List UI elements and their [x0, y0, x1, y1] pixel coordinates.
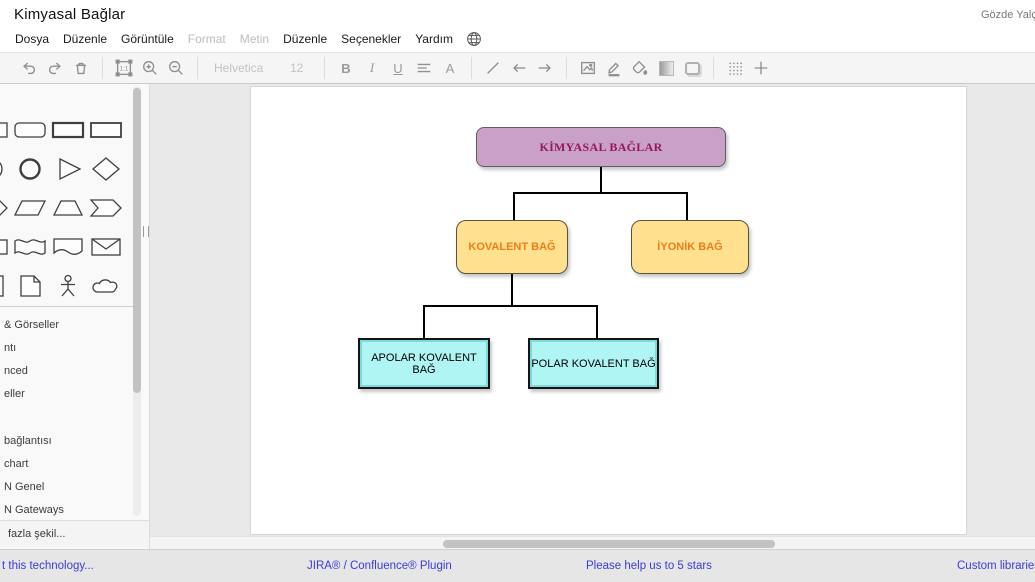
sidebar-section-nced[interactable]: nced — [4, 365, 28, 377]
shadow-icon[interactable] — [679, 56, 705, 80]
actual-size-icon[interactable]: 1:1 — [111, 56, 137, 80]
menu-metin: Metin — [239, 32, 270, 46]
shape-trapezoid-icon[interactable] — [49, 188, 87, 227]
drawing-page[interactable]: KİMYASAL BAĞLAR KOVALENT BAĞ İYONİK BAĞ … — [250, 86, 967, 535]
menu-duzenle-2[interactable]: Düzenle — [283, 32, 328, 46]
sidebar-scrollbar-thumb[interactable] — [133, 88, 141, 393]
status-link-jira-plugin[interactable]: JIRA® / Confluence® Plugin — [307, 560, 452, 572]
status-bar: t this technology... JIRA® / Confluence®… — [0, 549, 1035, 582]
shape-rounded-rectangle-icon[interactable] — [11, 110, 49, 149]
edge-to-apolar[interactable] — [423, 305, 425, 338]
arrow-left-icon[interactable] — [506, 56, 532, 80]
diagram-node-kimyasal-baglar[interactable]: KİMYASAL BAĞLAR — [476, 127, 726, 167]
shape-process-icon[interactable] — [87, 110, 125, 149]
shape-rectangle-icon[interactable] — [0, 110, 11, 149]
panel-resize-handle[interactable] — [143, 226, 149, 237]
undo-icon[interactable] — [16, 56, 42, 80]
menu-secenekler[interactable]: Seçenekler — [341, 32, 402, 46]
delete-icon[interactable] — [68, 56, 94, 80]
edge-kovalent-branch[interactable] — [423, 305, 598, 307]
gradient-icon[interactable] — [653, 56, 679, 80]
status-link-technology[interactable]: t this technology... — [2, 560, 94, 572]
fill-color-icon[interactable] — [627, 56, 653, 80]
font-name-select: Helvetica — [214, 61, 264, 75]
document-title: Kimyasal Bağlar — [14, 6, 126, 23]
canvas-area: KİMYASAL BAĞLAR KOVALENT BAĞ İYONİK BAĞ … — [150, 84, 1035, 549]
guides-icon[interactable] — [748, 56, 774, 80]
horizontal-scrollbar-thumb[interactable] — [443, 540, 775, 548]
shape-tape-icon[interactable] — [11, 227, 49, 266]
menu-duzenle[interactable]: Düzenle — [63, 32, 108, 46]
shape-callout-icon[interactable] — [49, 227, 87, 266]
menu-format: Format — [187, 32, 226, 46]
sidebar-section-n-genel[interactable]: N Genel — [4, 481, 45, 493]
sidebar-section-nti[interactable]: ntı — [4, 342, 17, 354]
more-shapes-link[interactable]: fazla şekil... — [0, 520, 149, 547]
menu-dosya[interactable]: Dosya — [15, 32, 50, 46]
redo-icon[interactable] — [42, 56, 68, 80]
sidebar-section-baglantisi[interactable]: bağlantısı — [4, 435, 52, 447]
shape-card-icon[interactable] — [0, 227, 11, 266]
shape-diamond-icon[interactable] — [87, 149, 125, 188]
zoom-in-icon[interactable] — [137, 56, 163, 80]
shape-grid — [0, 110, 125, 305]
shape-parallelogram-icon[interactable] — [11, 188, 49, 227]
globe-icon[interactable] — [466, 31, 482, 47]
arrow-right-icon[interactable] — [532, 56, 558, 80]
line-color-icon[interactable] — [601, 56, 627, 80]
underline-icon[interactable]: U — [393, 60, 403, 76]
diagram-node-iyonik-bag[interactable]: İYONİK BAĞ — [631, 220, 749, 274]
sidebar-section-eller[interactable]: eller — [4, 388, 25, 400]
font-size-select: 12 — [290, 61, 304, 75]
fit-label: 1:1 — [120, 66, 129, 73]
bold-icon[interactable]: B — [341, 60, 351, 76]
shape-circle-icon[interactable] — [11, 149, 49, 188]
grid-icon[interactable] — [722, 56, 748, 80]
header: Kimyasal Bağlar Gözde Yalçın Dosya Düzen… — [0, 0, 1035, 52]
font-color-icon[interactable]: A — [445, 60, 455, 76]
diagram-node-polar-kovalent-bag[interactable]: POLAR KOVALENT BAĞ — [528, 338, 659, 389]
edge-root-branch[interactable] — [513, 192, 688, 194]
shape-palette-sidebar: & Görseller ntı nced eller bağlantısı ch… — [0, 84, 150, 549]
status-link-custom-libraries[interactable]: Custom libraries — [957, 560, 1035, 572]
sidebar-section-n-gateways[interactable]: N Gateways — [4, 504, 64, 516]
user-name: Gözde Yalçın — [981, 9, 1035, 21]
horizontal-scrollbar[interactable] — [150, 536, 1035, 549]
status-link-rate-us[interactable]: Please help us to 5 stars — [586, 560, 712, 572]
shape-envelope-icon[interactable] — [87, 227, 125, 266]
sidebar-section-gorseller[interactable]: & Görseller — [4, 319, 60, 331]
sidebar-section-chart[interactable]: chart — [4, 458, 29, 470]
menu-yardim[interactable]: Yardım — [415, 32, 453, 46]
shape-document-icon[interactable] — [11, 266, 49, 305]
shape-note-icon[interactable] — [0, 266, 11, 305]
shape-chevron-icon[interactable] — [87, 188, 125, 227]
align-icon[interactable] — [411, 56, 437, 80]
sidebar-scrollbar[interactable] — [133, 86, 141, 516]
sidebar-divider — [0, 306, 134, 307]
shape-triangle-icon[interactable] — [49, 149, 87, 188]
zoom-out-icon[interactable] — [163, 56, 189, 80]
shape-ellipse-icon[interactable] — [0, 149, 11, 188]
shape-step-icon[interactable] — [0, 188, 11, 227]
shape-actor-icon[interactable] — [49, 266, 87, 305]
shape-cloud-icon[interactable] — [87, 266, 125, 305]
italic-icon[interactable]: I — [369, 60, 375, 75]
sidebar-sections: & Görseller ntı nced eller bağlantısı ch… — [0, 314, 134, 522]
toolbar: 1:1 Helvetica 12 B I U A — [0, 52, 1035, 84]
shape-rectangle-bold-icon[interactable] — [49, 110, 87, 149]
edge-to-iyonik[interactable] — [686, 192, 688, 220]
image-icon[interactable] — [575, 56, 601, 80]
edge-kovalent-stem[interactable] — [511, 274, 513, 307]
line-icon[interactable] — [480, 56, 506, 80]
edge-to-polar[interactable] — [596, 305, 598, 338]
menu-goruntule[interactable]: Görüntüle — [121, 32, 174, 46]
diagram-node-kovalent-bag[interactable]: KOVALENT BAĞ — [456, 220, 568, 274]
menubar: Dosya Düzenle Görüntüle Format Metin Düz… — [8, 29, 482, 49]
edge-to-kovalent[interactable] — [513, 192, 515, 220]
diagram-node-apolar-kovalent-bag[interactable]: APOLAR KOVALENT BAĞ — [358, 338, 490, 389]
edge-root-stem[interactable] — [600, 167, 602, 194]
